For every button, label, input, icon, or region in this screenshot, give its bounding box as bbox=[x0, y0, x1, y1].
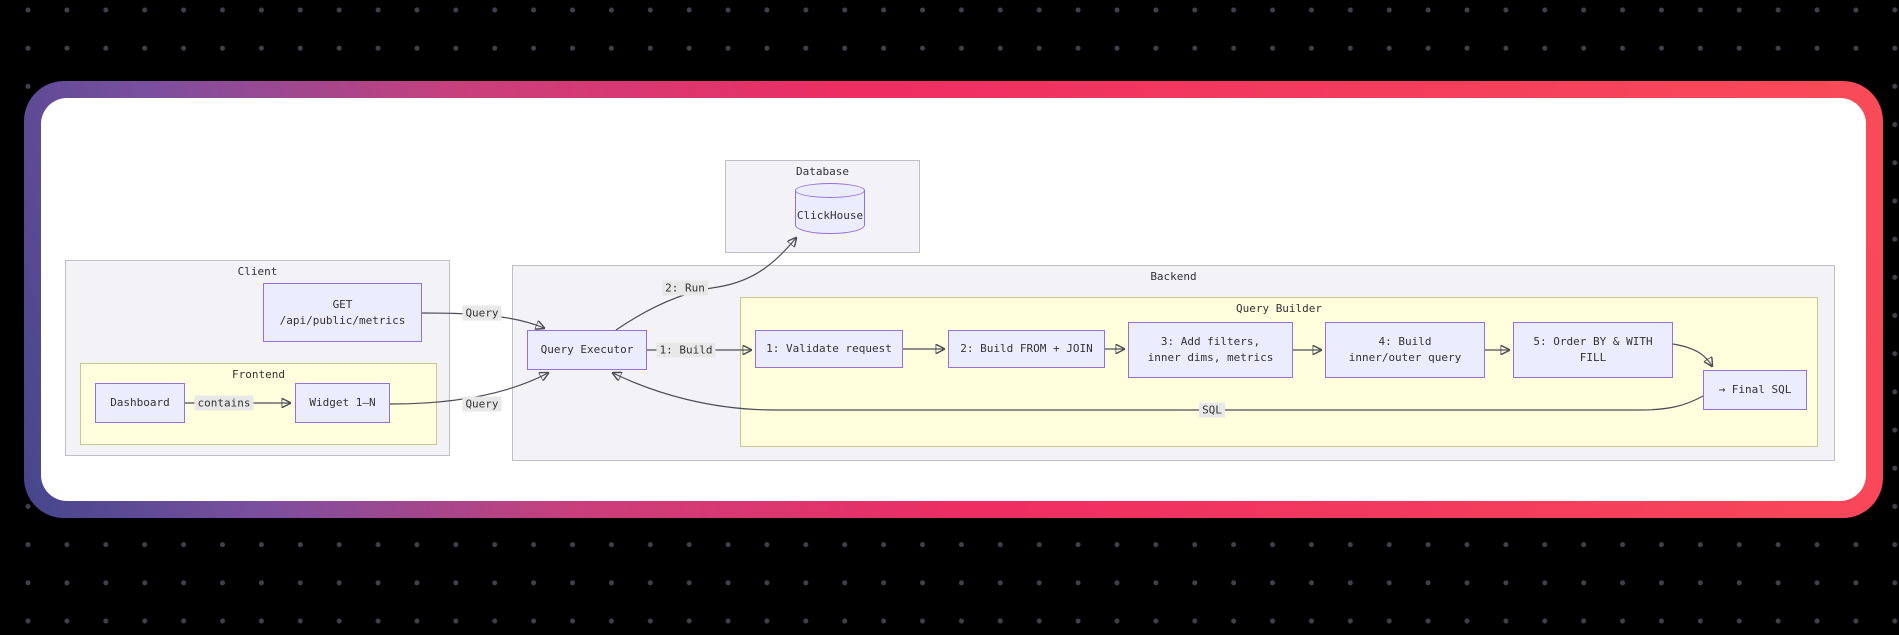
edge-label-query-get: Query bbox=[462, 305, 502, 321]
node-query-executor: Query Executor bbox=[527, 330, 647, 370]
node-get-line1: GET bbox=[332, 297, 353, 311]
node-step-5-line2: FILL bbox=[1579, 351, 1607, 364]
cluster-database-title: Database bbox=[796, 165, 849, 178]
edge-label-run: 2: Run bbox=[662, 280, 708, 296]
node-get: GET /api/public/metrics bbox=[263, 283, 422, 342]
node-step-3-line2: inner dims, metrics bbox=[1147, 351, 1274, 364]
node-step-4-line2: inner/outer query bbox=[1348, 351, 1462, 364]
cluster-frontend-title: Frontend bbox=[232, 368, 285, 381]
node-step-1-label: 1: Validate request bbox=[766, 342, 892, 355]
cluster-client-title: Client bbox=[237, 265, 278, 278]
node-step-4-line1: 4: Build bbox=[1378, 335, 1432, 348]
cluster-database: Database bbox=[725, 160, 920, 253]
node-widget-label: Widget 1–N bbox=[309, 396, 376, 409]
edge-label-contains: contains bbox=[194, 395, 254, 411]
cluster-query-builder-title: Query Builder bbox=[1235, 302, 1323, 315]
node-step-4: 4: Build inner/outer query bbox=[1325, 322, 1485, 378]
node-step-5: 5: Order BY & WITH FILL bbox=[1513, 322, 1673, 378]
node-get-line2: /api/public/metrics bbox=[279, 313, 406, 327]
cluster-backend-title: Backend bbox=[1150, 270, 1197, 283]
node-dashboard: Dashboard bbox=[95, 383, 185, 423]
node-step-3: 3: Add filters, inner dims, metrics bbox=[1128, 322, 1293, 378]
node-widget: Widget 1–N bbox=[295, 383, 390, 423]
node-query-executor-label: Query Executor bbox=[540, 343, 634, 356]
node-clickhouse-label: ClickHouse bbox=[796, 209, 864, 222]
node-step-2: 2: Build FROM + JOIN bbox=[948, 330, 1105, 368]
node-step-3-line1: 3: Add filters, bbox=[1160, 335, 1261, 348]
node-step-5-line1: 5: Order BY & WITH bbox=[1533, 335, 1653, 348]
node-final-sql: → Final SQL bbox=[1703, 370, 1807, 410]
edge-label-query-widget: Query bbox=[462, 396, 502, 412]
node-step-1: 1: Validate request bbox=[755, 330, 903, 368]
node-step-2-label: 2: Build FROM + JOIN bbox=[960, 342, 1093, 355]
node-final-sql-label: → Final SQL bbox=[1718, 383, 1792, 396]
clickhouse-cylinder: ClickHouse bbox=[795, 183, 865, 234]
node-dashboard-label: Dashboard bbox=[110, 396, 170, 409]
edge-label-sql: SQL bbox=[1199, 402, 1225, 418]
edge-label-build: 1: Build bbox=[656, 342, 716, 358]
